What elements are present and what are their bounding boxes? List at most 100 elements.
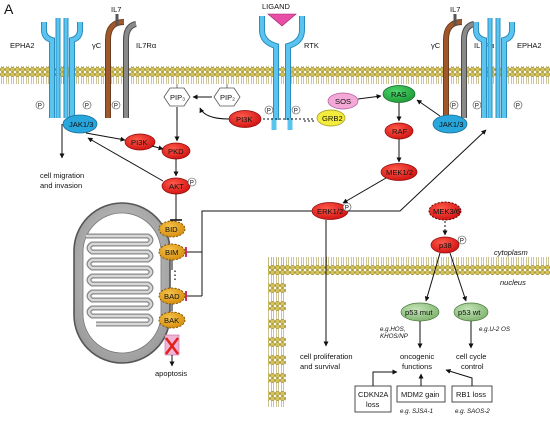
- p53-wt-label: p53 wt: [458, 308, 481, 317]
- bid-node: [158, 220, 186, 238]
- erk12-label: ERK1/2: [317, 207, 343, 216]
- p38-label: p38: [439, 241, 452, 250]
- rtk-label: RTK: [304, 41, 319, 50]
- jak-label-right: JAK1/3: [439, 120, 463, 129]
- grb2-node: [316, 109, 346, 127]
- ras-label: RAS: [391, 90, 407, 99]
- bim-label: BIM: [165, 248, 179, 257]
- grb2-label: GRB2: [322, 114, 343, 123]
- mek12-node: [380, 163, 418, 181]
- p53-wt-example: e.g.U-2 OS: [479, 326, 511, 333]
- p53-mut-example-1: e.g.HOS,: [380, 326, 405, 333]
- pip2-label: PIP₂: [220, 93, 235, 102]
- mdm2-example: e.g. SJSA-1: [400, 408, 433, 415]
- epha2-receptor-right: [473, 18, 515, 118]
- phospho-badge: [291, 105, 301, 115]
- jak-node-left: [62, 114, 98, 134]
- p53-mut-label: p53 mut: [405, 308, 433, 317]
- rb1-example: e.g. SAOS-2: [455, 408, 490, 415]
- phospho-badge: [264, 105, 274, 115]
- mek12-label: MEK1/2: [386, 168, 413, 177]
- bak-node: [158, 311, 186, 329]
- nucleus-label: nucleus: [500, 278, 526, 287]
- nuclear-membrane: [268, 257, 550, 407]
- phospho-badge: [457, 235, 467, 245]
- phospho-badge: [449, 100, 459, 110]
- phospho-label: P: [85, 102, 89, 109]
- apoptosis-label: apoptosis: [155, 369, 187, 378]
- phospho-badge: [35, 100, 45, 110]
- phospho-badge: [513, 100, 523, 110]
- phospho-label: P: [114, 102, 118, 109]
- phospho-badge: [111, 100, 121, 110]
- akt-label: AKT: [169, 182, 184, 191]
- oncogenic-label-1: oncogenic: [400, 352, 434, 361]
- pip3-hexagon: [163, 87, 191, 107]
- pip3-label: PIP₃: [170, 93, 185, 102]
- cdkn2a-label-2: loss: [366, 400, 380, 409]
- cell-cycle-label-2: control: [461, 362, 484, 371]
- raf-label: RAF: [392, 127, 408, 136]
- mitochondrion: [73, 202, 171, 364]
- cdkn2a-label-1: CDKN2A: [358, 390, 388, 399]
- gamma-c-label-left: γC: [92, 41, 102, 50]
- cell-cycle-label-1: cell cycle: [456, 352, 486, 361]
- jak-node-right: [432, 114, 468, 134]
- gamma-c-label-right: γC: [431, 41, 441, 50]
- phospho-badge: [187, 177, 197, 187]
- jak-label-left: JAK1/3: [69, 120, 93, 129]
- inhibition-edges: [170, 210, 312, 301]
- proliferation-label-2: and survival: [300, 362, 340, 371]
- phospho-label: P: [190, 179, 194, 186]
- pkd-label: PKD: [168, 147, 184, 156]
- il7-label-left: IL7: [111, 5, 121, 14]
- epha2-label-right: EPHA2: [517, 41, 542, 50]
- rb1-label: RB1 loss: [456, 390, 486, 399]
- ellipsis-dots: ⋮: [169, 268, 181, 282]
- p53-mut-example-2: KHOS/NP: [380, 333, 409, 340]
- phospho-badge: [472, 100, 482, 110]
- phospho-label: P: [294, 107, 298, 114]
- epha2-receptor-left: [41, 18, 83, 118]
- il7-receptor-right: [443, 14, 475, 118]
- cell-migration-label-2: and invasion: [40, 181, 82, 190]
- blocked-x-icon: [165, 337, 179, 355]
- panel-label: A: [4, 1, 14, 17]
- bad-node: [158, 287, 186, 305]
- ligand-triangle: [267, 13, 297, 27]
- pi3k-label-center: PI3K: [236, 115, 252, 124]
- phospho-label: P: [516, 102, 520, 109]
- ras-node: [382, 85, 416, 103]
- mdm2-label: MDM2 gain: [401, 390, 439, 399]
- rtk-receptor: [259, 16, 305, 130]
- phospho-label: P: [38, 102, 42, 109]
- phospho-label: P: [460, 237, 464, 244]
- sos-node: [327, 92, 359, 110]
- cytoplasm-label: cytoplasm: [494, 248, 528, 257]
- cdkn2a-box: [354, 385, 392, 413]
- phospho-label: P: [475, 102, 479, 109]
- pip2-hexagon: [213, 87, 241, 107]
- pathway-edges: [59, 94, 487, 386]
- bim-node: [158, 243, 186, 261]
- il7r-alpha-label-left: IL7Rα: [136, 41, 157, 50]
- phospho-badge: [82, 100, 92, 110]
- bad-label: BAD: [164, 292, 180, 301]
- ligand-label: LIGAND: [262, 2, 291, 11]
- bak-label: BAK: [164, 316, 179, 325]
- oncogenic-label-2: functions: [402, 362, 432, 371]
- bid-label: BID: [165, 225, 178, 234]
- proliferation-label-1: cell proliferation: [300, 352, 353, 361]
- phospho-label: P: [345, 204, 349, 211]
- epha2-label-left: EPHA2: [10, 41, 35, 50]
- pi3k-label-left: PI3K: [131, 138, 147, 147]
- mek36-label: MEK3/6: [433, 207, 460, 216]
- phospho-label: P: [452, 102, 456, 109]
- il7-receptor-left: [105, 14, 137, 118]
- pi3k-node-left: [124, 133, 156, 151]
- p38-node: [430, 236, 460, 254]
- cell-migration-label-1: cell migration: [40, 171, 84, 180]
- il7-label-right: IL7: [450, 5, 460, 14]
- phospho-label: P: [267, 107, 271, 114]
